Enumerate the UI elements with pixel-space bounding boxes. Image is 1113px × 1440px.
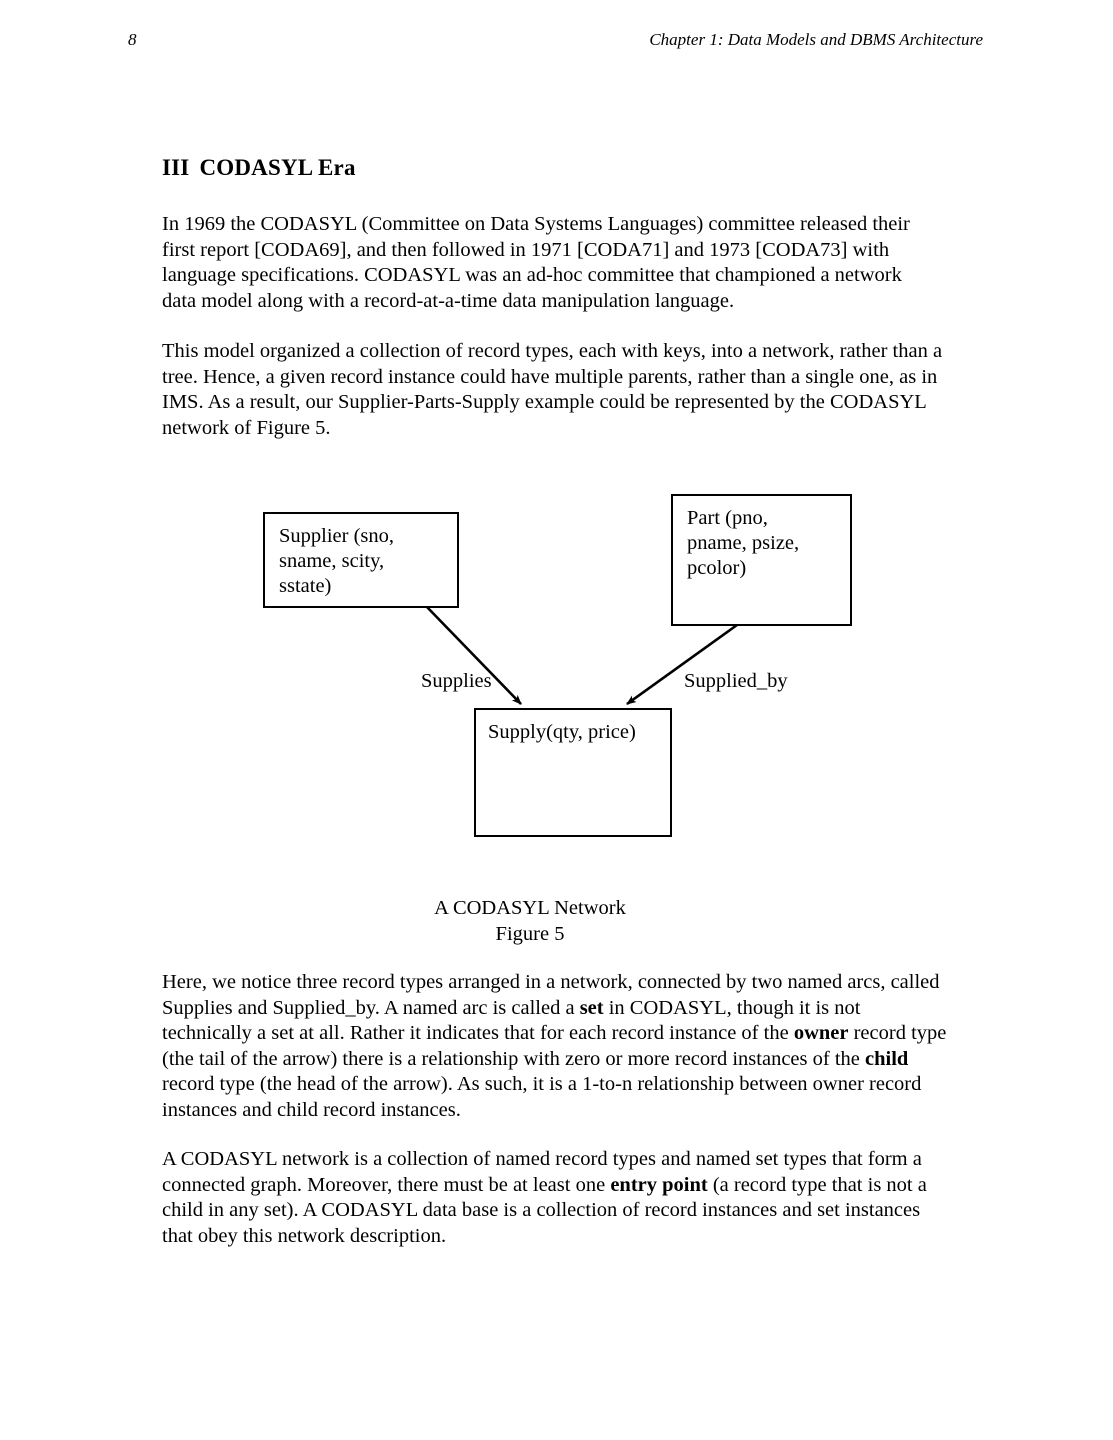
section-numeral: III [162,155,190,180]
p3-seg-g: record type (the head of the arrow). As … [162,1073,922,1121]
paragraph-network: A CODASYL network is a collection of nam… [162,1147,947,1249]
supplier-line-2: sname, scity, [279,550,385,572]
figure-caption: A CODASYL Network Figure 5 [0,895,1060,947]
supplier-line-3: sstate) [279,575,332,597]
part-line-2: pname, psize, [687,532,800,554]
figure-codasyl-network: Supplier (sno, sname, scity, sstate) Par… [0,470,1113,950]
section-title: CODASYL Era [199,155,356,180]
term-child: child [865,1047,909,1070]
chapter-title: Chapter 1: Data Models and DBMS Architec… [649,30,983,49]
paragraph-model: This model organized a collection of rec… [162,339,952,441]
p3-seg-c: in CODASYL, though it is not technically… [162,996,861,1045]
part-line-1: Part (pno, [687,507,768,529]
p4-seg-c: (a record type that is not a child in an… [162,1173,927,1247]
section-heading: III CODASYL Era [162,155,356,181]
arc-label-supplied-by: Supplied_by [684,670,788,692]
record-type-supply[interactable]: Supply(qty, price) [474,708,672,837]
p3-seg-a: Here, we notice three record types arran… [162,971,940,1019]
page-number: 8 [128,30,137,49]
term-owner: owner [793,1022,849,1045]
supply-line-1: Supply(qty, price) [488,721,636,743]
figure-caption-number: Figure 5 [495,923,565,945]
term-set: set [579,996,604,1019]
figure-caption-title: A CODASYL Network [434,897,626,919]
supplier-line-1: Supplier (sno, [279,525,395,547]
paragraph-model-text: This model organized a collection of rec… [162,340,943,439]
paragraph-intro: In 1969 the CODASYL (Committee on Data S… [162,213,910,312]
record-type-part[interactable]: Part (pno, pname, psize, pcolor) [671,494,852,626]
arc-label-supplies: Supplies [421,670,492,692]
p4-seg-a: A CODASYL network is a collection of nam… [162,1148,922,1196]
p3-seg-e: record type (the tail of the arrow) ther… [162,1022,947,1070]
running-head: 8 Chapter 1: Data Models and DBMS Archit… [128,30,983,54]
paragraph-arcs: Here, we notice three record types arran… [162,970,949,1124]
record-type-supplier[interactable]: Supplier (sno, sname, scity, sstate) [263,512,459,608]
part-line-3: pcolor) [687,557,747,579]
term-entry-point: entry point [610,1173,708,1196]
